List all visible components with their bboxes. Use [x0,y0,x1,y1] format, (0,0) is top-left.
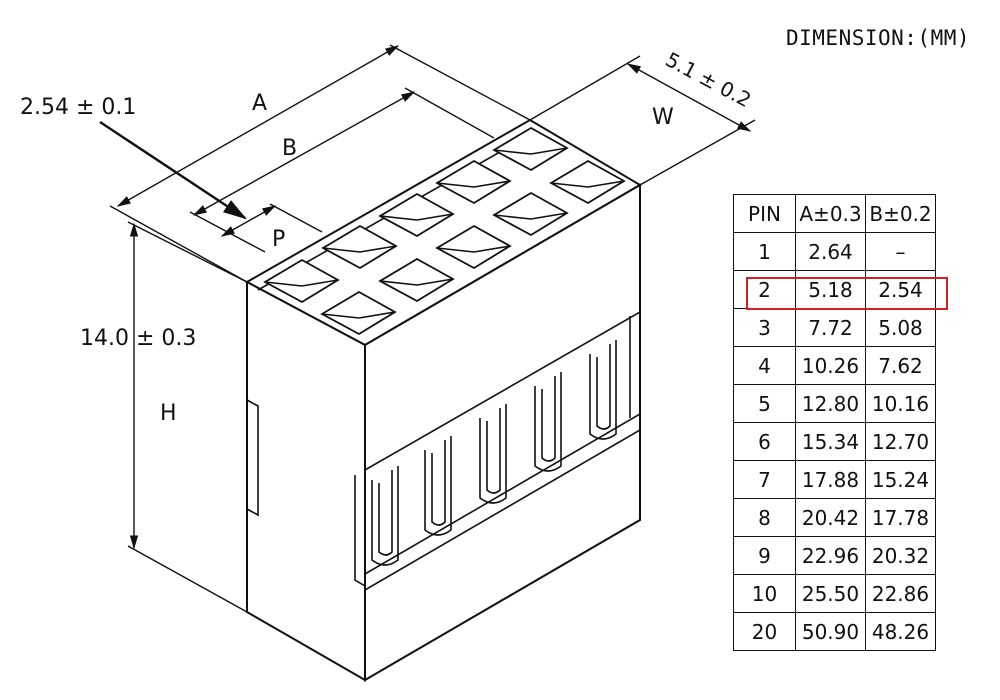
cell-pin: 9 [733,536,796,575]
label-b: B [282,136,297,161]
cell-a: 15.34 [795,422,866,461]
cell-pin: 6 [733,422,796,461]
dimension-lines [99,44,756,613]
label-w: W [652,105,674,130]
cell-b: 15.24 [865,460,936,499]
cell-b: 7.62 [865,346,936,385]
cell-a: 17.88 [795,460,866,499]
label-width-tolerance: 5.1 ± 0.2 [662,47,755,112]
label-p: P [272,227,285,252]
cell-pin: 7 [733,460,796,499]
column-header-a: A±0.3 [795,194,866,233]
cell-b: 17.78 [865,498,936,537]
cell-pin: 4 [733,346,796,385]
cell-a: 50.90 [795,612,866,651]
cell-pin: 8 [733,498,796,537]
cell-b: – [865,232,936,271]
cell-pin: 10 [733,574,796,613]
cell-a: 5.18 [795,270,866,309]
cell-pin: 3 [733,308,796,347]
cell-b: 5.08 [865,308,936,347]
cell-a: 25.50 [795,574,866,613]
cell-a: 10.26 [795,346,866,385]
pin-holes [263,126,626,336]
table-header-row: PIN A±0.3 B±0.2 [733,194,936,233]
cell-a: 22.96 [795,536,866,575]
cell-b: 22.86 [865,574,936,613]
dimension-unit-note: DIMENSION:(MM) [786,26,971,50]
cell-b: 20.32 [865,536,936,575]
cell-pin: 5 [733,384,796,423]
connector-body [244,118,642,682]
cell-b: 48.26 [865,612,936,651]
cell-b: 2.54 [865,270,936,309]
cell-a: 20.42 [795,498,866,537]
label-height-tolerance: 14.0 ± 0.3 [80,326,196,351]
label-pitch-tolerance: 2.54 ± 0.1 [20,95,136,120]
cell-pin: 1 [733,232,796,271]
cell-a: 12.80 [795,384,866,423]
label-h: H [160,401,177,426]
column-header-b: B±0.2 [865,194,936,233]
cell-b: 10.16 [865,384,936,423]
cell-a: 7.72 [795,308,866,347]
label-a: A [252,91,267,116]
cell-pin: 2 [733,270,796,309]
contact-slots [371,340,617,566]
cell-b: 12.70 [865,422,936,461]
column-header-pin: PIN [733,194,796,233]
cell-a: 2.64 [795,232,866,271]
cell-pin: 20 [733,612,796,651]
